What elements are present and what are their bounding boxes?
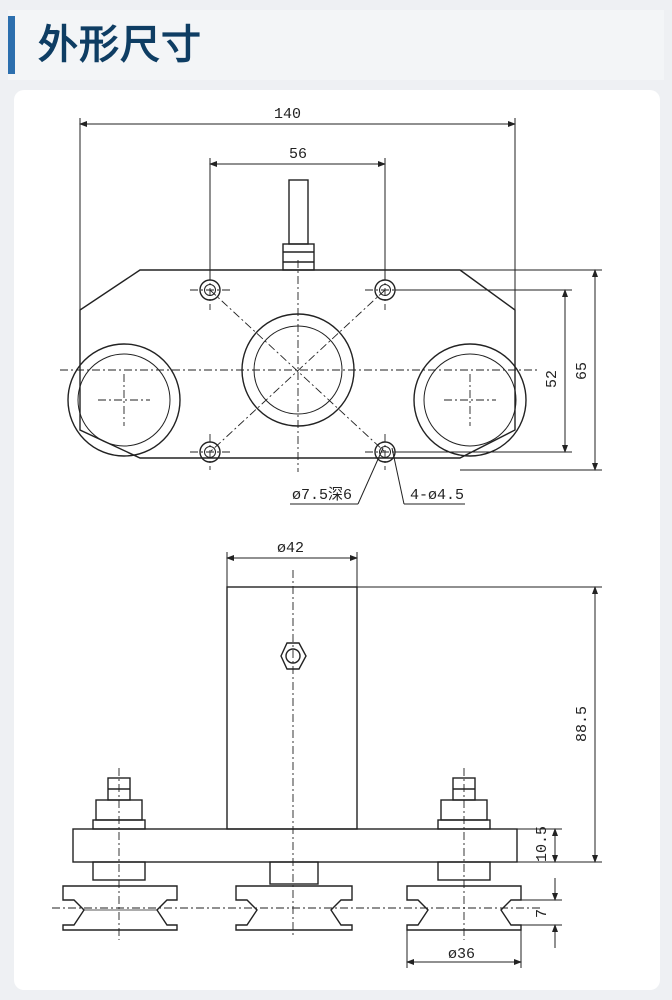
side-view (62, 586, 522, 931)
top-centerlines (60, 260, 540, 472)
page-title: 外形尺寸 (38, 23, 202, 67)
side-centerlines (52, 570, 540, 940)
column (226, 586, 358, 830)
dim-overall-width: 140 (274, 106, 301, 123)
label-mount-holes: 4-ø4.5 (410, 487, 464, 504)
dim-hole-height: 52 (544, 370, 561, 388)
column-nut (280, 642, 307, 670)
left-wheel-outer (67, 343, 181, 457)
cable (288, 179, 309, 245)
dim-hole-spacing: 56 (289, 146, 307, 163)
left-wheel-inner (77, 353, 171, 447)
dim-column-height: 88.5 (574, 706, 591, 742)
side-dimensions (226, 552, 602, 968)
right-wheel-inner (423, 353, 517, 447)
dim-overall-height: 65 (574, 362, 591, 380)
section-header: 外形尺寸 (8, 10, 664, 80)
left-wheel-side (62, 885, 178, 931)
base-plate (72, 828, 518, 863)
dim-wheel-width: 7 (534, 909, 551, 918)
top-view (67, 179, 527, 463)
center-wheel-side (235, 885, 353, 931)
top-body-outline (79, 269, 516, 459)
right-wheel-outer (413, 343, 527, 457)
cable-gland (282, 243, 315, 271)
accent-bar (8, 16, 15, 74)
dim-wheel-diameter: ø36 (448, 946, 475, 963)
dim-plate-thickness: 10.5 (534, 826, 551, 862)
top-dimensions (79, 118, 602, 505)
label-center-hole: ø7.5深6 (292, 486, 352, 504)
dim-column-diameter: ø42 (277, 540, 304, 557)
